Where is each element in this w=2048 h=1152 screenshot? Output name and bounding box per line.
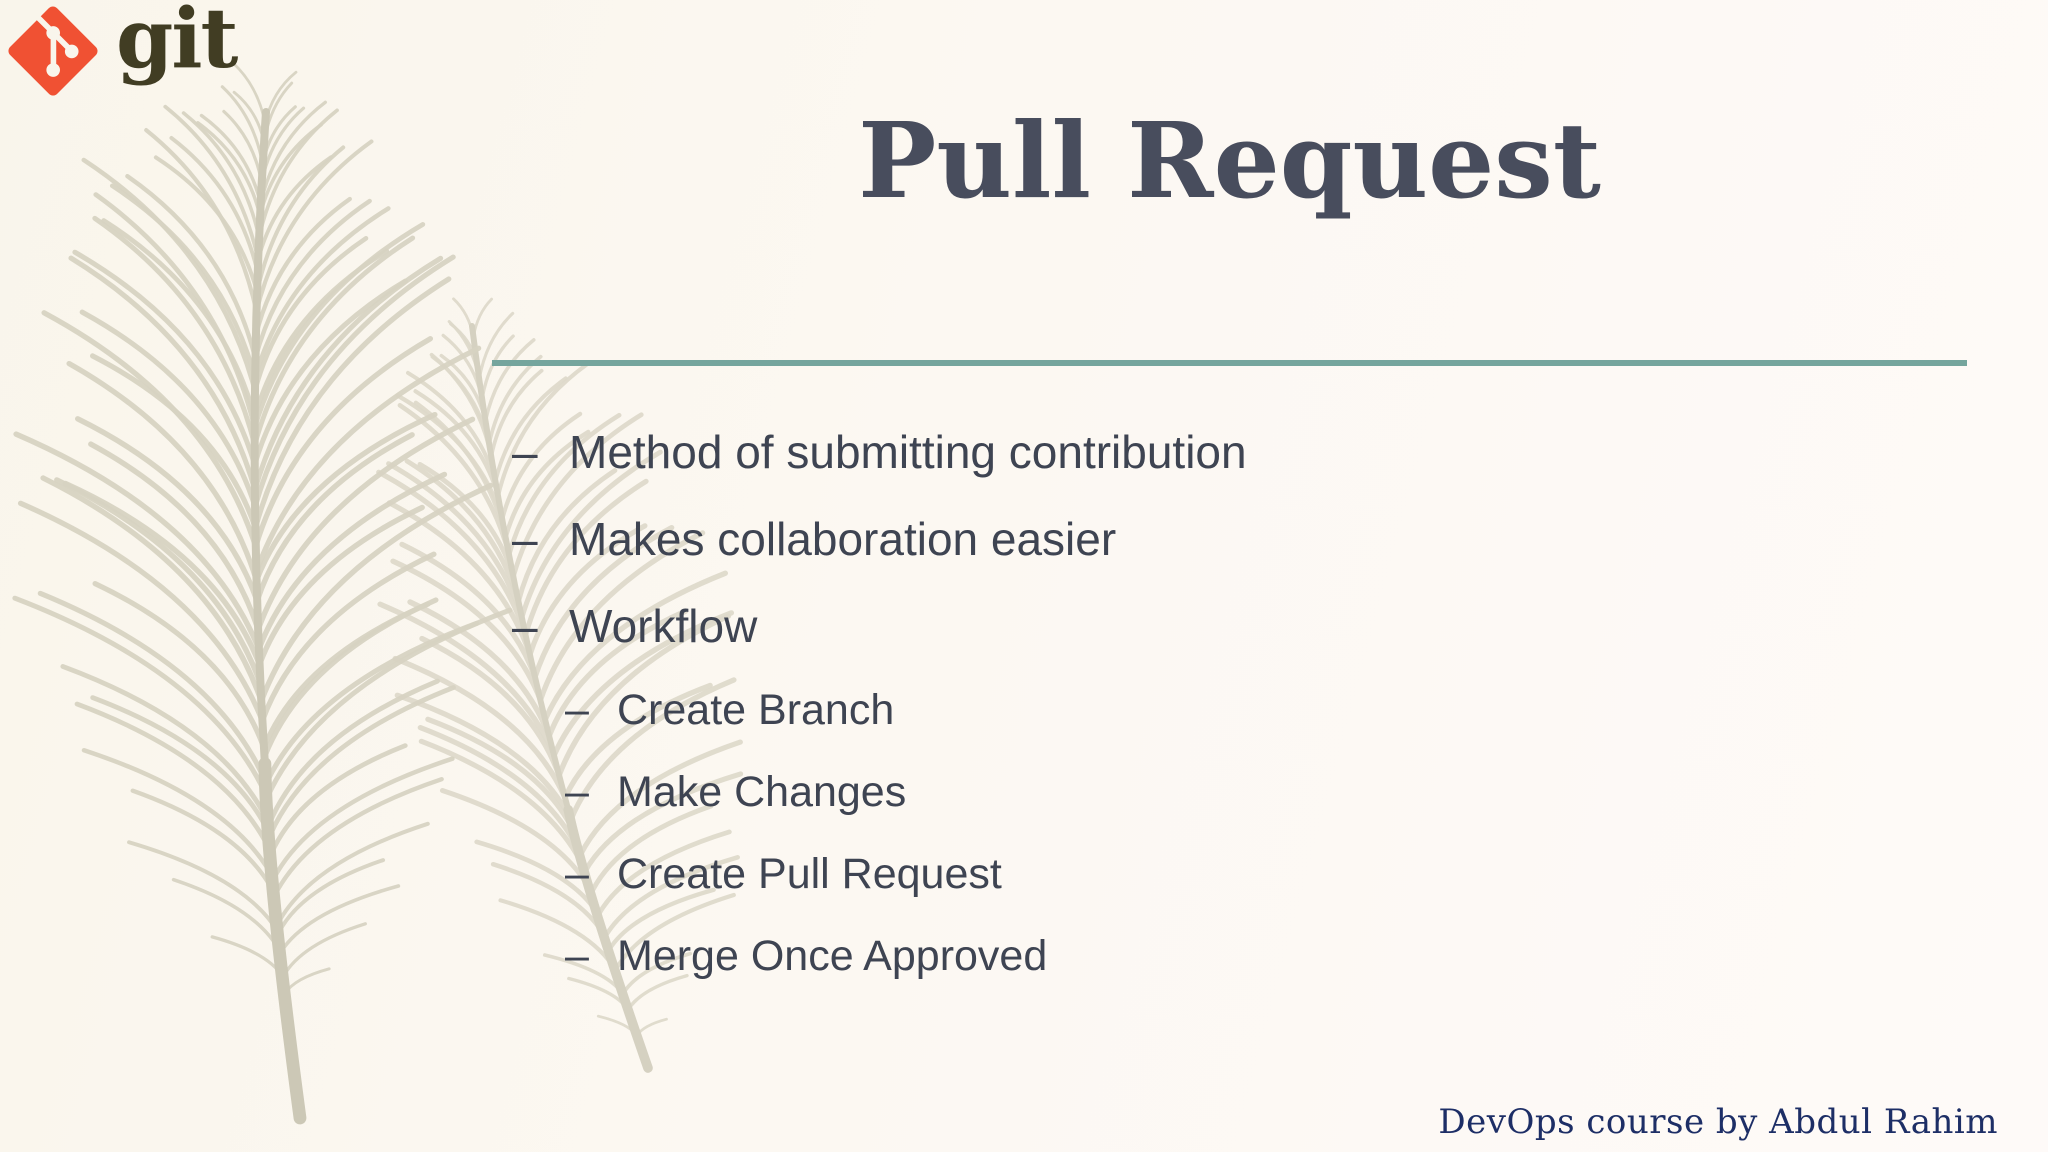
bullet-label: Create Pull Request [617,849,1002,898]
list-item: – Method of submitting contribution [512,408,1692,495]
bullet-label: Create Branch [617,685,895,734]
bullet-dash: – [565,931,589,980]
list-item: – Create Pull Request [565,833,1692,915]
bullet-list: – Method of submitting contribution – Ma… [512,408,1692,997]
bullet-label: Method of submitting contribution [569,425,1247,478]
bullet-dash: – [512,599,538,652]
page-title: Pull Request [858,99,1601,222]
list-item: – Make Changes [565,751,1692,833]
list-item: – Merge Once Approved [565,915,1692,997]
git-logo: git [6,0,238,98]
list-item: – Create Branch [565,669,1692,751]
bullet-dash: – [565,685,589,734]
git-wordmark: git [116,0,238,87]
list-item: – Workflow [512,582,1692,669]
bullet-label: Makes collaboration easier [569,512,1117,565]
list-item: – Makes collaboration easier [512,495,1692,582]
bullet-label: Workflow [569,599,758,652]
bullet-dash: – [512,425,538,478]
footer-credit: DevOps course by Abdul Rahim [1438,1102,1998,1142]
bullet-dash: – [565,849,589,898]
bullet-dash: – [512,512,538,565]
title-divider [492,360,1967,366]
bullet-dash: – [565,767,589,816]
bullet-label: Make Changes [617,767,907,816]
bullet-label: Merge Once Approved [617,931,1048,980]
git-diamond-icon [8,6,98,96]
